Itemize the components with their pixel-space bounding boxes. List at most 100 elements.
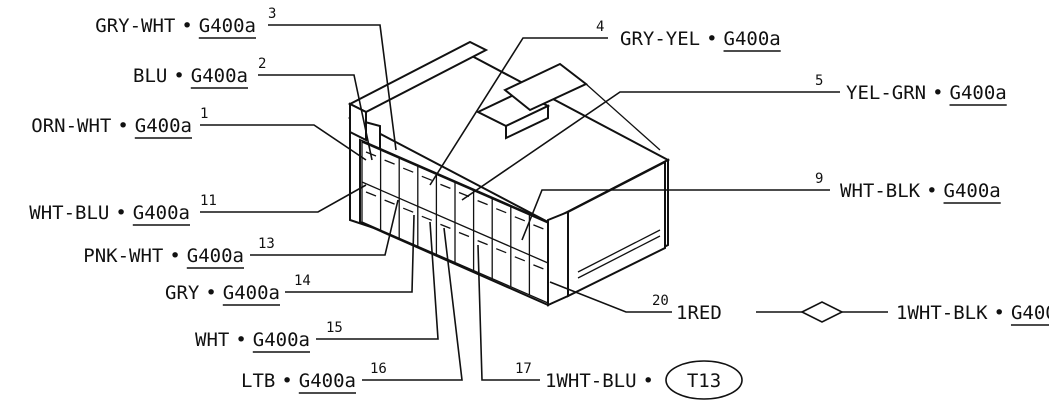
pin-number-1: 1 xyxy=(200,106,208,122)
wire-color: PNK-WHT xyxy=(83,245,163,267)
cavity-row-line xyxy=(361,181,549,264)
ground-ref: G400a xyxy=(299,370,356,392)
splice-diamond-icon xyxy=(800,301,844,323)
ground-ref: G400a xyxy=(135,115,192,137)
terminal-latch xyxy=(440,223,451,230)
ground-ref: G400a xyxy=(944,180,1001,202)
top-ridge xyxy=(585,83,661,151)
terminal-latch xyxy=(514,216,526,222)
ground-ref: G400a xyxy=(199,15,256,37)
terminal-latch xyxy=(402,207,414,213)
leader-pin-14 xyxy=(285,214,415,293)
cavity-row-line xyxy=(361,221,549,304)
leader-pin-1 xyxy=(200,124,367,161)
terminal-latch xyxy=(421,215,433,221)
label-pin-2: BLU•G400a xyxy=(133,65,248,87)
leader-pin-2 xyxy=(258,74,373,161)
pin-number-16: 16 xyxy=(370,361,387,377)
wire-color: ORN-WHT xyxy=(31,115,111,137)
wire-color: GRY-WHT xyxy=(95,15,175,37)
pin-number-11: 11 xyxy=(200,193,217,209)
terminal-latch xyxy=(458,231,470,238)
ground-ref: G400a xyxy=(133,202,190,224)
terminal-latch xyxy=(365,191,377,197)
wire-color: LTB xyxy=(241,370,275,392)
label-pin-1: ORN-WHT•G400a xyxy=(31,115,192,137)
label-pin-16: LTB•G400a xyxy=(241,370,356,392)
terminal-latch xyxy=(514,256,526,262)
leader-pin-16 xyxy=(362,227,463,381)
connector-body xyxy=(347,40,671,307)
cavity-row-line xyxy=(361,141,549,224)
lock-tab-edge xyxy=(505,104,549,140)
leader-pin-9 xyxy=(521,189,830,241)
latch-slot-lower xyxy=(577,235,661,279)
wire-color: GRY xyxy=(165,282,200,304)
leader-pin-4 xyxy=(429,37,608,186)
wire-color: WHT-BLU xyxy=(29,202,109,224)
leader-pin-11 xyxy=(200,184,367,213)
ground-ref: G400a xyxy=(191,65,248,87)
label-pin-3: GRY-WHT•G400a xyxy=(95,15,256,37)
label-pin-20: 1RED xyxy=(676,302,722,324)
pin-number-15: 15 xyxy=(326,320,343,336)
ground-ref: G400a xyxy=(223,282,280,304)
label-splice-wire: 1WHT-BLK•G400a xyxy=(896,302,1049,324)
leader-pin-15 xyxy=(316,221,439,340)
pin-number-5: 5 xyxy=(815,73,823,89)
leader-pin-5 xyxy=(461,91,840,201)
leader-lines xyxy=(200,24,888,381)
latch-slot xyxy=(577,229,661,273)
wire-color: WHT-BLK xyxy=(840,180,921,202)
leader-pin-17 xyxy=(477,244,540,381)
wire-color: BLU xyxy=(133,65,167,87)
pin-number-13: 13 xyxy=(258,236,275,252)
left-labels: GRY-WHT•G400a BLU•G400a ORN-WHT•G400a WH… xyxy=(29,15,356,392)
label-pin-5: YEL-GRN•G400a xyxy=(846,82,1007,104)
leader-pin-3 xyxy=(268,24,397,151)
right-labels: GRY-YEL•G400a YEL-GRN•G400a WHT-BLK•G400… xyxy=(545,28,1049,400)
ground-ref: G400a xyxy=(187,245,244,267)
terminal-latch xyxy=(477,199,488,206)
pin-number-14: 14 xyxy=(294,273,311,289)
label-pin-14: GRY•G400a xyxy=(165,282,280,304)
right-latch-side xyxy=(567,160,666,298)
ref-underlines xyxy=(132,37,1049,394)
terminal-latch xyxy=(495,208,507,214)
terminal-latch xyxy=(533,264,544,270)
label-pin-17: 1WHT-BLU• xyxy=(545,370,654,392)
right-latch-front xyxy=(547,210,569,307)
pin-number-9: 9 xyxy=(815,171,823,187)
wire-color: 1WHT-BLU xyxy=(545,370,637,392)
cavity-grid xyxy=(361,141,549,304)
pin-number-17: 17 xyxy=(515,361,532,377)
label-pin-15: WHT•G400a xyxy=(195,329,310,351)
terminal-latch xyxy=(421,175,433,181)
wire-color: WHT xyxy=(195,329,229,351)
label-pin-13: PNK-WHT•G400a xyxy=(83,245,244,267)
ground-ref: G400a xyxy=(724,28,781,50)
pin-number-4: 4 xyxy=(596,19,604,35)
terminal-latch xyxy=(440,183,451,190)
ground-ref: G400a xyxy=(950,82,1007,104)
top-ridge-back xyxy=(559,63,587,85)
label-pin-11: WHT-BLU•G400a xyxy=(29,202,190,224)
leader-pin-20 xyxy=(549,281,672,313)
leader-pin-13 xyxy=(250,199,399,256)
pin-numbers: 3 2 1 11 13 14 15 16 4 5 9 17 20 xyxy=(200,6,823,377)
pin-number-3: 3 xyxy=(268,6,276,22)
terminal-latch xyxy=(495,248,507,254)
terminal-latch xyxy=(384,199,395,205)
terminal-latch xyxy=(402,167,414,173)
label-pin-4: GRY-YEL•G400a xyxy=(620,28,781,50)
terminal-latch xyxy=(533,224,544,230)
ground-ref: G400a xyxy=(253,329,310,351)
wire-color: 1WHT-BLK xyxy=(896,302,988,324)
terminal-latch xyxy=(477,239,488,246)
pin-number-20: 20 xyxy=(652,293,669,309)
pin-number-2: 2 xyxy=(258,56,266,72)
terminal-ref: T13 xyxy=(687,370,721,392)
label-pin-9: WHT-BLK•G400a xyxy=(840,180,1001,202)
